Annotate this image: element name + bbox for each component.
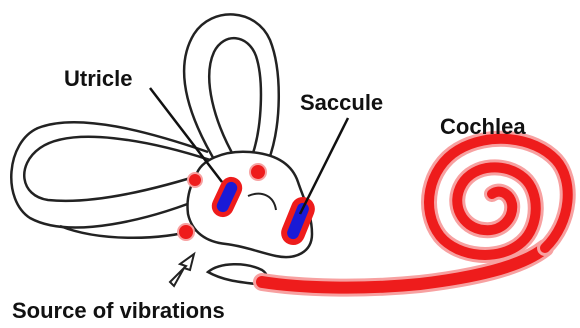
cochlea-label: Cochlea	[440, 114, 526, 139]
saccule-label: Saccule	[300, 90, 383, 115]
anterior-semicircular-canal	[184, 14, 279, 166]
ampulla-hair-cell-3	[178, 224, 194, 240]
ampulla-hair-cell-1	[188, 173, 202, 187]
vibration-arrow-icon	[170, 254, 194, 286]
utricle-label: Utricle	[64, 66, 132, 91]
ampulla-hair-cell-2	[250, 164, 266, 180]
source-of-vibrations-label: Source of vibrations	[12, 298, 225, 323]
cochlea-spiral	[429, 139, 568, 255]
saccule-pointer	[300, 118, 348, 214]
horizontal-semicircular-canal	[11, 122, 210, 227]
